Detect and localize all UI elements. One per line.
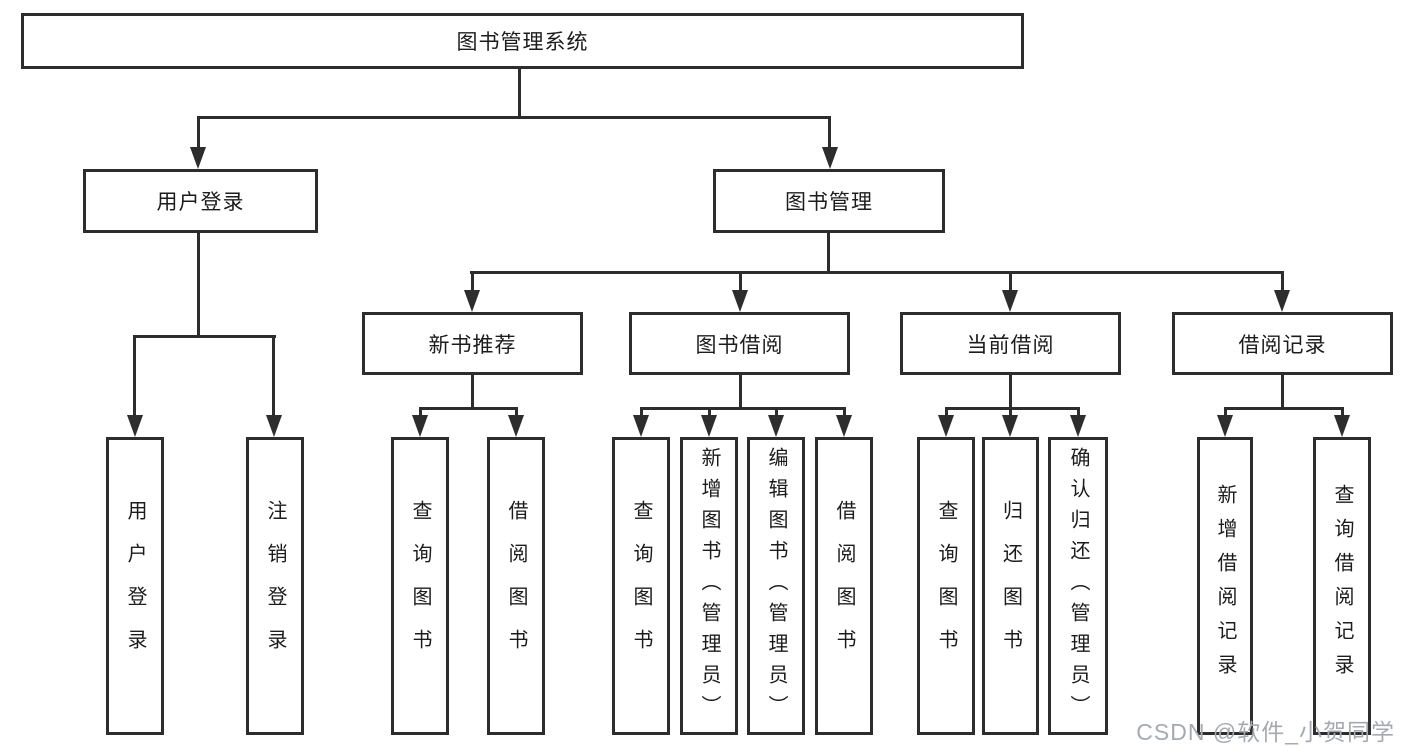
node-current-borrow-label: 当前借阅 — [966, 333, 1055, 357]
leaf-borrow-books-recommend: 借阅图书 — [487, 437, 545, 735]
node-system-root-label: 图书管理系统 — [456, 31, 589, 54]
edge-current-borrow-bus — [945, 407, 1079, 410]
leaf-query-borrow-record-label: 查询借阅记录 — [1331, 484, 1353, 688]
node-book-borrow-label: 图书借阅 — [695, 333, 784, 357]
leaf-user-login-label: 用户登录 — [124, 500, 146, 672]
arrowhead-leaf7-icon — [768, 415, 784, 437]
leaf-return-books: 归还图书 — [982, 437, 1039, 735]
node-new-book-recommend: 新书推荐 — [362, 312, 583, 375]
leaf-query-books-recommend: 查询图书 — [391, 437, 449, 735]
leaf-user-login: 用户登录 — [106, 437, 164, 735]
node-borrow-records-label: 借阅记录 — [1238, 333, 1327, 357]
edge-leaf6-drop — [708, 407, 711, 418]
node-book-management: 图书管理 — [713, 169, 945, 233]
leaf-confirm-return-admin-label: 确认归还（管理员） — [1067, 446, 1089, 726]
node-user-login-label: 用户登录 — [156, 191, 245, 214]
edge-root-stem — [518, 69, 521, 117]
edge-current-borrow-stem — [1009, 375, 1012, 409]
edge-leaf9-drop — [945, 407, 948, 418]
node-book-borrow: 图书借阅 — [629, 312, 850, 375]
arrowhead-leaf6-icon — [701, 415, 717, 437]
edge-leaf-login-drop — [133, 335, 136, 417]
arrowhead-current-borrow-icon — [1002, 290, 1018, 312]
leaf-logout-label: 注销登录 — [264, 500, 286, 672]
edge-new-book-drop — [471, 271, 474, 293]
node-borrow-records: 借阅记录 — [1172, 312, 1393, 375]
edge-book-borrow-stem — [739, 375, 742, 409]
arrowhead-leaf3-icon — [412, 415, 428, 437]
edge-user-login-bus — [134, 335, 276, 338]
edge-new-book-bus — [419, 407, 518, 410]
arrowhead-leaf11-icon — [1070, 415, 1086, 437]
arrowhead-leaf-login-icon — [127, 415, 143, 437]
edge-leaf13-drop — [1341, 407, 1344, 418]
edge-leaf4-drop — [515, 407, 518, 418]
edge-borrow-records-drop — [1281, 271, 1284, 293]
leaf-return-books-label: 归还图书 — [999, 500, 1022, 672]
edge-book-mgmt-drop — [828, 116, 831, 149]
leaf-query-books-borrow: 查询图书 — [612, 437, 670, 735]
edge-leaf8-drop — [843, 407, 846, 418]
leaf-add-books-admin: 新增图书（管理员） — [680, 437, 738, 735]
arrowhead-borrow-records-icon — [1274, 290, 1290, 312]
leaf-borrow-books-borrow: 借阅图书 — [815, 437, 873, 735]
edge-borrow-records-stem — [1281, 375, 1284, 409]
arrowhead-book-mgmt-icon — [822, 147, 838, 169]
arrowhead-leaf4-icon — [508, 415, 524, 437]
arrowhead-leaf8-icon — [836, 415, 852, 437]
edge-leaf11-drop — [1077, 407, 1080, 418]
leaf-confirm-return-admin: 确认归还（管理员） — [1048, 437, 1108, 735]
edge-leaf12-drop — [1224, 407, 1227, 418]
leaf-query-books-current: 查询图书 — [917, 437, 975, 735]
edge-book-borrow-bus — [640, 407, 845, 410]
edge-leaf3-drop — [419, 407, 422, 418]
edge-current-borrow-drop — [1009, 271, 1012, 293]
edge-borrow-records-bus — [1224, 407, 1343, 410]
leaf-borrow-books-borrow-label: 借阅图书 — [833, 500, 855, 672]
leaf-query-books-borrow-label: 查询图书 — [630, 500, 652, 672]
arrowhead-leaf-logout-icon — [266, 415, 282, 437]
edge-user-login-drop — [197, 116, 200, 149]
arrowhead-leaf5-icon — [633, 415, 649, 437]
arrowhead-leaf12-icon — [1217, 415, 1233, 437]
edge-book-borrow-drop — [739, 271, 742, 293]
node-new-book-recommend-label: 新书推荐 — [428, 333, 517, 357]
leaf-borrow-books-recommend-label: 借阅图书 — [505, 500, 527, 672]
edge-leaf5-drop — [640, 407, 643, 418]
csdn-watermark: CSDN @软件_小贺同学 — [1136, 719, 1395, 745]
edge-book-mgmt-bus — [470, 271, 1284, 274]
node-current-borrow: 当前借阅 — [900, 312, 1121, 375]
arrowhead-leaf10-icon — [1002, 415, 1018, 437]
leaf-edit-books-admin: 编辑图书（管理员） — [747, 437, 805, 735]
arrowhead-book-borrow-icon — [732, 290, 748, 312]
leaf-query-borrow-record: 查询借阅记录 — [1313, 437, 1371, 735]
arrowhead-leaf13-icon — [1334, 415, 1350, 437]
edge-root-bus — [197, 116, 831, 119]
node-user-login: 用户登录 — [83, 169, 318, 233]
edge-leaf7-drop — [775, 407, 778, 418]
leaf-add-books-admin-label: 新增图书（管理员） — [698, 446, 720, 726]
edge-book-mgmt-stem — [827, 233, 830, 273]
leaf-query-books-current-label: 查询图书 — [935, 500, 957, 672]
leaf-query-books-recommend-label: 查询图书 — [409, 500, 431, 672]
leaf-add-borrow-record-label: 新增借阅记录 — [1214, 484, 1236, 688]
arrowhead-user-login-icon — [190, 147, 206, 169]
arrowhead-leaf9-icon — [938, 415, 954, 437]
edge-new-book-stem — [471, 375, 474, 409]
arrowhead-new-book-icon — [464, 290, 480, 312]
edge-leaf-logout-drop — [272, 335, 275, 417]
node-book-management-label: 图书管理 — [785, 191, 873, 214]
leaf-add-borrow-record: 新增借阅记录 — [1197, 437, 1253, 735]
leaf-edit-books-admin-label: 编辑图书（管理员） — [765, 446, 787, 726]
edge-leaf10-drop — [1009, 407, 1012, 418]
edge-user-login-stem — [197, 233, 200, 338]
node-system-root: 图书管理系统 — [21, 13, 1024, 69]
leaf-logout: 注销登录 — [246, 437, 304, 735]
